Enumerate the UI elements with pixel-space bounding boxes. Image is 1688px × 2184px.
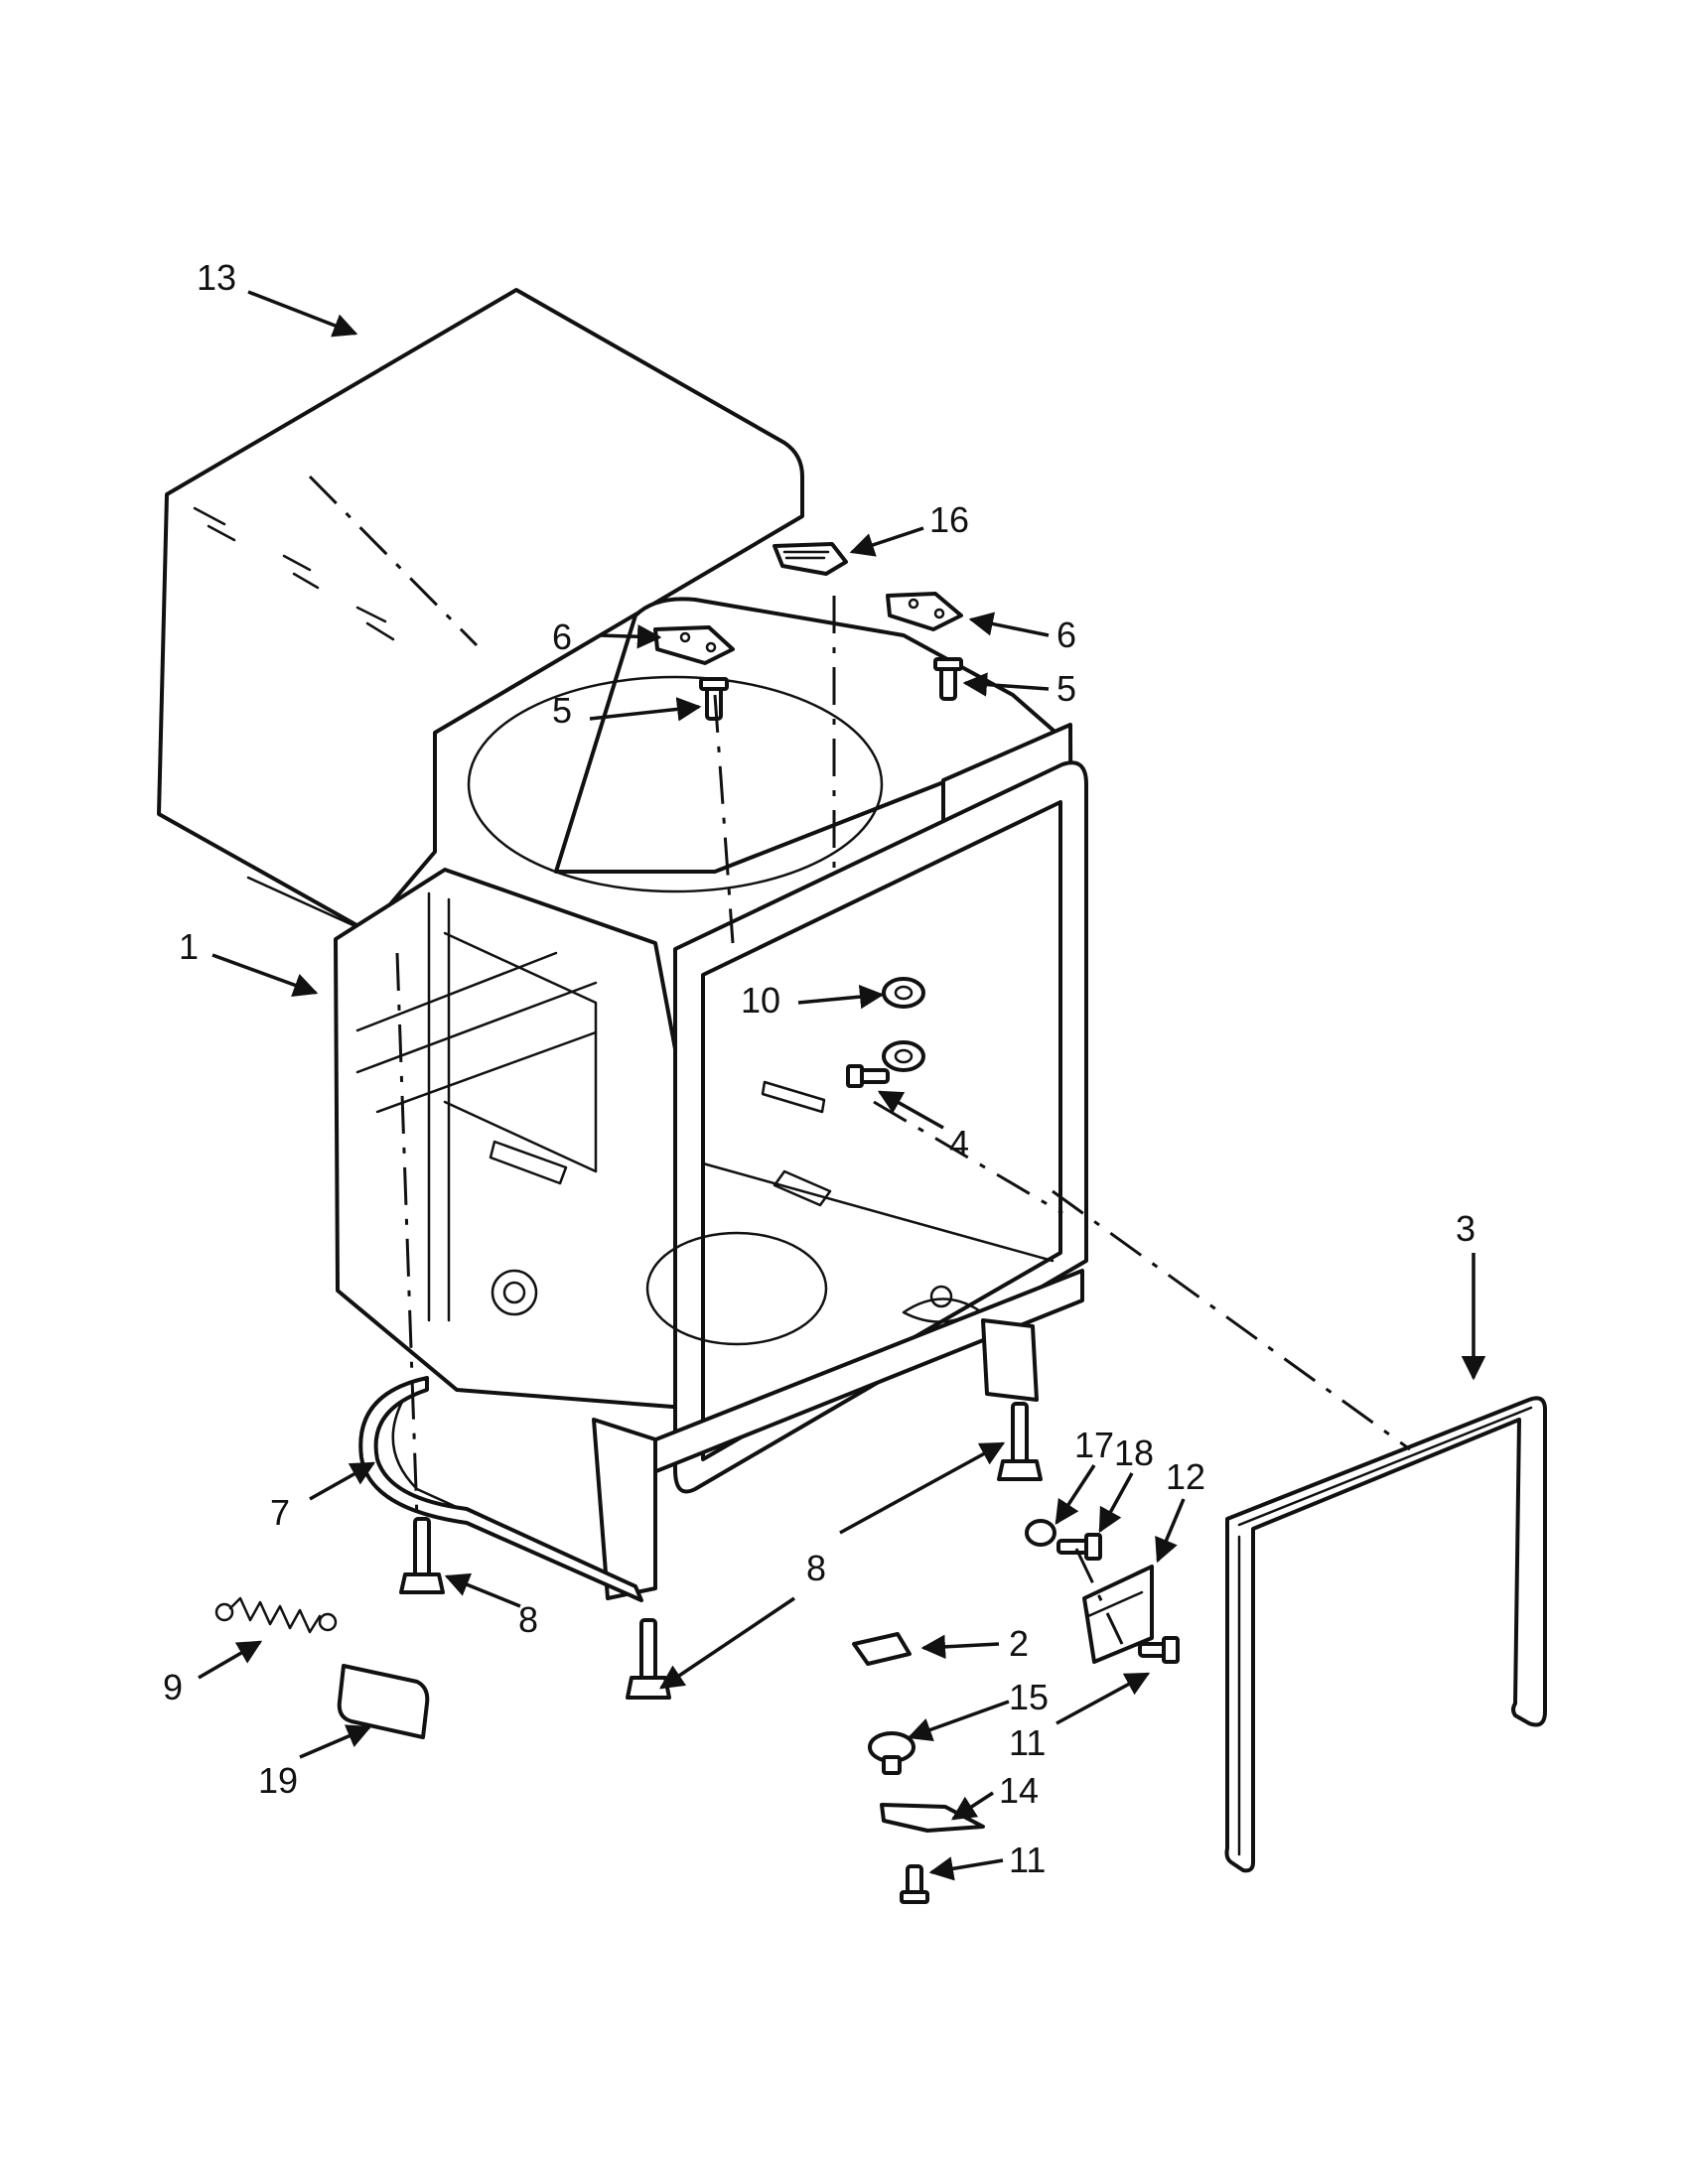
rack-stop-part-10 — [882, 977, 925, 1072]
drain-hose-part-7 — [358, 1376, 643, 1602]
callout-1: 1 — [179, 926, 199, 967]
screw-part-4 — [846, 1064, 890, 1088]
callout-14: 14 — [999, 1770, 1039, 1811]
screw-part-5-left — [699, 677, 729, 721]
callout-11-upper: 11 — [1009, 1722, 1046, 1763]
callout-5-left: 5 — [552, 690, 572, 731]
nut-part-17 — [1025, 1519, 1056, 1547]
door-gasket-part-3 — [1224, 1396, 1547, 1873]
callout-5-right: 5 — [1056, 668, 1076, 709]
callout-17: 17 — [1074, 1425, 1114, 1465]
callout-6-left: 6 — [552, 616, 572, 657]
callout-10: 10 — [741, 980, 780, 1021]
spring-part-9 — [214, 1596, 338, 1634]
callout-3: 3 — [1456, 1208, 1476, 1249]
assembly-guide-lines — [308, 475, 1411, 1645]
callout-15: 15 — [1009, 1677, 1049, 1717]
insulation-blanket-part-13 — [157, 288, 804, 933]
pad-part-19 — [337, 1664, 430, 1739]
part-16 — [773, 542, 848, 576]
callout-4: 4 — [949, 1123, 969, 1163]
thermostat-part-15 — [868, 1731, 915, 1775]
screw-part-11-lower — [900, 1864, 929, 1904]
callout-18: 18 — [1114, 1433, 1154, 1473]
callout-7: 7 — [270, 1492, 290, 1533]
plate-part-2 — [852, 1632, 912, 1666]
screw-part-11-upper — [1138, 1636, 1180, 1664]
bracket-part-12 — [1082, 1565, 1154, 1664]
leveling-leg-part-8-right — [997, 1402, 1043, 1481]
callout-19: 19 — [258, 1760, 298, 1801]
callout-12: 12 — [1166, 1456, 1205, 1497]
bracket-part-14 — [880, 1803, 985, 1833]
screw-part-18 — [1056, 1533, 1102, 1561]
callout-16: 16 — [929, 499, 969, 540]
callout-labels: 13 16 6 6 5 5 1 10 4 3 7 8 8 9 19 17 18 … — [163, 257, 1476, 1880]
callout-8-left: 8 — [518, 1599, 538, 1640]
callout-13: 13 — [197, 257, 236, 298]
leveling-leg-part-8-center — [626, 1618, 671, 1700]
callout-6-right: 6 — [1056, 614, 1076, 655]
callout-8-center: 8 — [806, 1548, 826, 1588]
leveling-leg-part-8-left — [399, 1517, 445, 1594]
screw-part-5-right — [933, 657, 963, 701]
leader-lines — [198, 290, 1486, 1881]
tub-assembly-part-1 — [334, 597, 1088, 1600]
mounting-bracket-part-6-right — [886, 592, 963, 631]
callout-11-lower: 11 — [1009, 1840, 1046, 1880]
callout-9: 9 — [163, 1667, 183, 1707]
callout-2: 2 — [1009, 1623, 1029, 1664]
